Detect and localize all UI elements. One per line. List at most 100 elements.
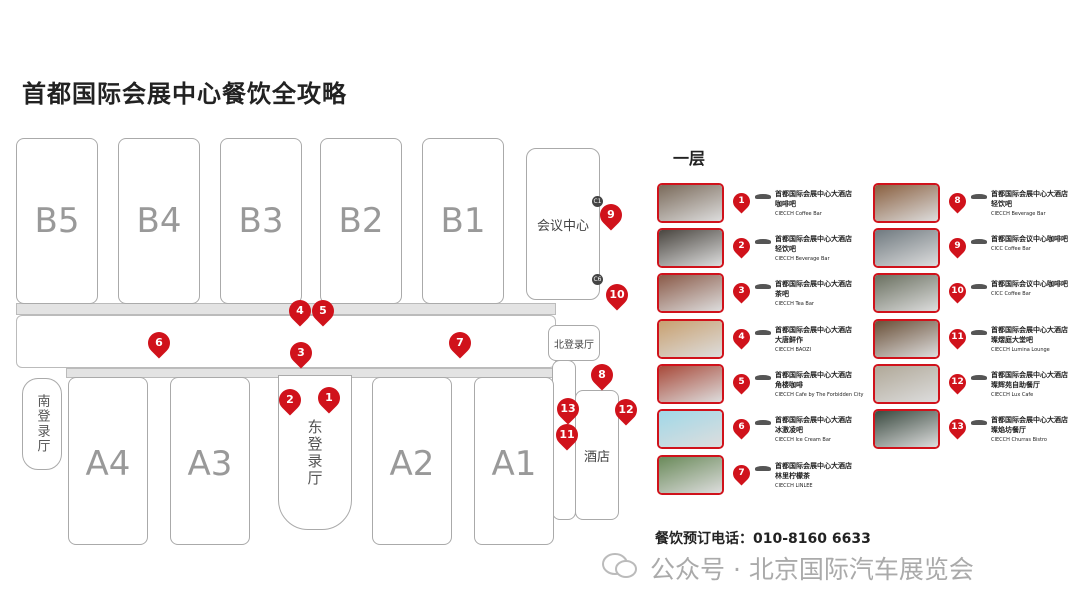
meeting-center-label: 会议中心	[536, 218, 589, 234]
listing-item[interactable]: 3 首都国际会展中心大酒店茶吧 CIECCH Tea Bar	[657, 273, 872, 313]
connector-zone	[16, 315, 556, 368]
map-pin-6[interactable]: 6	[143, 327, 175, 359]
map-pin-5[interactable]: 5	[307, 295, 339, 327]
south-lobby-label: 南登录厅	[34, 394, 50, 454]
hotel-logo-icon	[971, 284, 987, 289]
listing-pin: 6	[729, 415, 754, 440]
map-pin-1[interactable]: 1	[313, 382, 345, 414]
listing-number: 12	[951, 377, 964, 387]
hall-b3: B3	[220, 138, 302, 304]
outlet-name: 角楼咖啡	[775, 381, 803, 389]
outlet-name: 璨熠庭大堂吧	[991, 336, 1033, 344]
map-pin-number: 7	[456, 336, 464, 349]
outlet-name: 林里柠檬茶	[775, 472, 810, 480]
meeting-center: 会议中心	[526, 148, 600, 300]
map-pin-number: 13	[560, 402, 576, 415]
venue-name: 首都国际会展中心大酒店	[775, 326, 852, 334]
listing-pin: 4	[729, 325, 754, 350]
outlet-name: 茶吧	[775, 290, 789, 298]
listing-number: 2	[738, 241, 745, 251]
outlet-name: 咖啡吧	[775, 200, 796, 208]
listing-pin: 3	[729, 279, 754, 304]
south-lobby: 南登录厅	[22, 378, 62, 470]
map-pin-12[interactable]: 12	[610, 394, 642, 426]
hotel-label: 酒店	[583, 449, 610, 465]
venue-photo	[873, 183, 940, 223]
venue-name: 首都国际会展中心大酒店	[991, 190, 1068, 198]
hotel-logo-icon	[755, 420, 771, 425]
east-lobby: 东登录厅	[278, 375, 352, 530]
venue-photo	[873, 364, 940, 404]
venue-name: 首都国际会展中心大酒店	[775, 462, 852, 470]
hotel-logo-icon	[755, 466, 771, 471]
listing-item[interactable]: 1 首都国际会展中心大酒店咖啡吧 CIECCH Coffee Bar	[657, 183, 872, 223]
venue-name: 首都国际会展中心大酒店	[775, 190, 852, 198]
venue-photo	[657, 455, 724, 495]
venue-photo	[657, 183, 724, 223]
listing-pin: 9	[945, 234, 970, 259]
map-pin-number: 3	[297, 346, 305, 359]
map-pin-number: 1	[325, 391, 333, 404]
outlet-english-name: CICC Coffee Bar	[991, 291, 1031, 297]
venue-photo	[657, 364, 724, 404]
listing-number: 7	[738, 468, 745, 478]
map-pin-number: 9	[607, 208, 615, 221]
hotel-logo-icon	[971, 239, 987, 244]
listing-pin: 11	[945, 325, 970, 350]
venue-name: 首都国际会展中心大酒店	[775, 235, 852, 243]
venue-name: 首都国际会展中心大酒店	[775, 280, 852, 288]
outlet-english-name: CIECCH Tea Bar	[775, 301, 814, 307]
outlet-name: 轻饮吧	[775, 245, 796, 253]
outlet-english-name: CICC Coffee Bar	[991, 246, 1031, 252]
outlet-name: 大唐鲜作	[775, 336, 803, 344]
listing-number: 9	[954, 241, 961, 251]
listing-pin: 12	[945, 370, 970, 395]
listing-number: 1	[738, 196, 745, 206]
listing-item[interactable]: 4 首都国际会展中心大酒店大唐鲜作 CIECCH BAOZI	[657, 319, 872, 359]
listing-pin: 5	[729, 370, 754, 395]
hotel-logo-icon	[755, 194, 771, 199]
map-pin-13[interactable]: 13	[552, 393, 584, 425]
hall-b1: B1	[422, 138, 504, 304]
gate-c1: C1	[592, 196, 603, 207]
hall-a2: A2	[372, 377, 452, 545]
outlet-name: 轻饮吧	[991, 200, 1012, 208]
venue-name: 首都国际会议中心咖啡吧	[991, 280, 1068, 288]
map-pin-2[interactable]: 2	[274, 384, 306, 416]
corridor-north	[16, 303, 556, 315]
venue-photo	[657, 409, 724, 449]
map-pin-8[interactable]: 8	[586, 359, 618, 391]
map-pin-3[interactable]: 3	[285, 337, 317, 369]
hall-a3: A3	[170, 377, 250, 545]
hotel-logo-icon	[971, 420, 987, 425]
map-pin-number: 10	[609, 288, 625, 301]
map-pin-9[interactable]: 9	[595, 199, 627, 231]
floor-label: 一层	[673, 149, 706, 168]
venue-photo	[873, 228, 940, 268]
listing-number: 3	[738, 286, 745, 296]
hotel-logo-icon	[755, 375, 771, 380]
east-lobby-label: 东登录厅	[305, 418, 324, 487]
page-title: 首都国际会展中心餐饮全攻略	[22, 80, 347, 108]
outlet-english-name: CIECCH BAOZI	[775, 347, 812, 353]
venue-photo	[873, 273, 940, 313]
map-pin-7[interactable]: 7	[444, 327, 476, 359]
listing-number: 13	[951, 422, 964, 432]
venue-photo	[873, 319, 940, 359]
outlet-english-name: CIECCH Coffee Bar	[775, 211, 822, 217]
map-pin-number: 5	[319, 304, 327, 317]
listing-pin: 2	[729, 234, 754, 259]
hotel-logo-icon	[971, 375, 987, 380]
map-pin-10[interactable]: 10	[601, 279, 633, 311]
hotel-logo-icon	[971, 330, 987, 335]
